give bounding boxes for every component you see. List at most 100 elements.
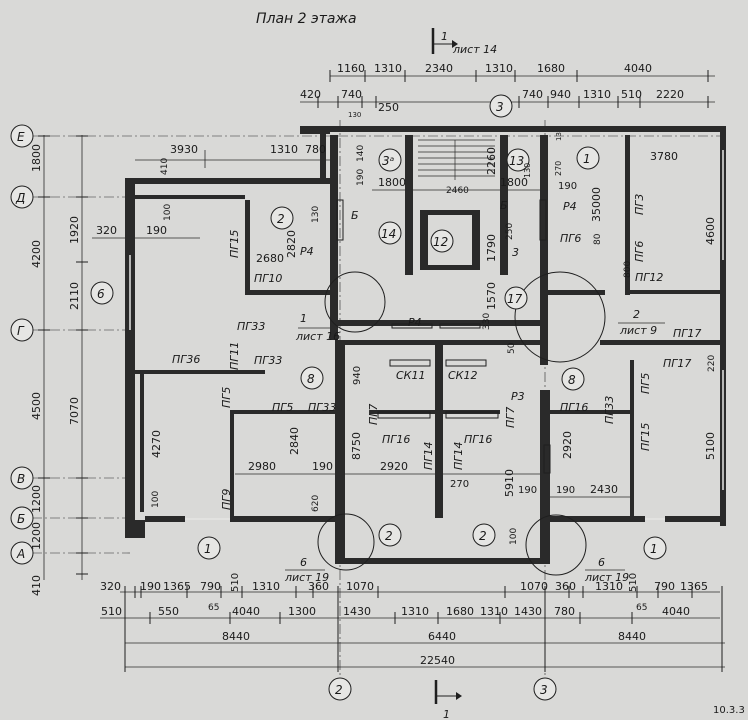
dim-bottom-6440: 6440	[428, 630, 456, 643]
dim-190-d: 190	[312, 460, 333, 473]
dim-35000: 35000	[590, 187, 603, 222]
dim-330: 330	[482, 313, 492, 330]
dim-bottom-4040a: 4040	[232, 605, 260, 618]
label-pg7-left: ПГ7	[367, 404, 380, 425]
label-b-right: Б	[500, 199, 508, 212]
label-pg36: ПГ36	[172, 353, 200, 366]
dim-bottom-1365a: 1365	[163, 580, 191, 593]
axis-V: В	[17, 472, 25, 486]
sheet-reference: 10.3.3	[713, 705, 745, 716]
dim-190-b: 190	[356, 169, 366, 186]
dim-140: 140	[356, 145, 366, 162]
dim-bottom-790a: 790	[200, 580, 221, 593]
dim-bottom-1430a: 1430	[343, 605, 371, 618]
dim-bottom-1300: 1300	[288, 605, 316, 618]
label-pg33-low: ПГ33	[308, 401, 336, 414]
dim-left-410: 410	[30, 575, 43, 596]
room-2-left: 2	[277, 212, 285, 226]
dim-left-1800: 1800	[30, 144, 43, 172]
dim-80: 80	[593, 233, 603, 245]
dim-bottom-65a: 65	[208, 603, 219, 613]
label-pg17-right: ПГ17	[663, 357, 691, 370]
callout-6-right-number: 6	[598, 556, 605, 569]
callout-6-right-sheet: лист 19	[584, 571, 629, 584]
section-mark-top-number: 1	[441, 30, 448, 43]
dim-2820: 2820	[285, 230, 298, 258]
label-pg15-right: ПГ15	[639, 423, 652, 451]
dim-2980: 2980	[248, 460, 276, 473]
label-pg5-right: ПГ5	[639, 373, 652, 394]
dim-2680: 2680	[256, 252, 284, 265]
room-8-right: 8	[568, 373, 576, 387]
dim-bottom-790b: 790	[654, 580, 675, 593]
dim-top-510: 510	[621, 88, 642, 101]
callout-circles	[317, 271, 606, 576]
dim-50: 50	[507, 342, 517, 354]
dim-780: 780	[305, 143, 326, 156]
dim-100-top: 100	[163, 204, 173, 221]
dim-100-right: 100	[509, 528, 519, 545]
dim-3930: 3930	[170, 143, 198, 156]
label-pg6-left: ПГ6	[560, 232, 581, 245]
dim-190-c: 190	[558, 181, 577, 192]
room-1-top: 1	[583, 152, 591, 166]
dim-bottom-360a: 360	[308, 580, 329, 593]
label-pg7-right: ПГ7	[504, 407, 517, 428]
dim-800: 800	[623, 261, 633, 278]
label-p3: Р3	[511, 390, 525, 403]
dim-bottom-1365b: 1365	[680, 580, 708, 593]
dim-top-740b: 740	[522, 88, 543, 101]
dim-top-940: 940	[550, 88, 571, 101]
callout-1-sheet: лист 16	[295, 330, 340, 343]
dim-1570: 1570	[485, 282, 498, 310]
callout-6-left-number: 6	[300, 556, 307, 569]
room-17: 17	[507, 292, 523, 306]
label-p4-left: Р4	[300, 245, 314, 258]
interior-dimensions: 3930 1310 780 410 100 320 190 2680 2820 …	[92, 143, 717, 545]
bottom-dimension-chain: 320 190 1365 790 510 1310 360 1070 1070 …	[100, 573, 725, 672]
dim-190-left: 190	[146, 224, 167, 237]
dim-bottom-22540: 22540	[420, 654, 455, 667]
stair-treads	[418, 139, 495, 180]
section-mark-top-sheet: лист 14	[452, 43, 497, 56]
dim-130-left: 130	[311, 206, 321, 223]
dim-bottom-8440a: 8440	[222, 630, 250, 643]
axis-E: Е	[17, 130, 25, 144]
dim-2920-center: 2920	[380, 460, 408, 473]
label-3: 3	[512, 246, 519, 259]
dim-bottom-1430b: 1430	[514, 605, 542, 618]
dim-top-130a: 130	[348, 111, 361, 119]
label-pg16-right: ПГ16	[560, 401, 588, 414]
room-6: 6	[97, 287, 105, 301]
label-pg5-mid: ПГ5	[272, 401, 293, 414]
dim-bottom-65b: 65	[636, 603, 647, 613]
dim-left-1920: 1920	[68, 216, 81, 244]
dim-bottom-8440b: 8440	[618, 630, 646, 643]
dim-130-right: 130	[523, 163, 532, 178]
dim-top-1680: 1680	[537, 62, 565, 75]
dim-250: 250	[505, 223, 515, 240]
label-pg16-mid: ПГ16	[464, 433, 492, 446]
dim-bottom-190: 190	[140, 580, 161, 593]
label-sk11: СК11	[396, 369, 426, 382]
label-pg33-right: ПГ33	[603, 396, 616, 424]
shaft-symbols	[336, 199, 551, 474]
dim-100-left: 100	[151, 491, 161, 508]
dim-bottom-1310d: 1310	[480, 605, 508, 618]
plan-title: План 2 этажа	[256, 11, 357, 27]
callout-1-number: 1	[300, 312, 307, 325]
dim-190-f: 190	[556, 485, 575, 496]
label-pg12: ПГ12	[635, 271, 663, 284]
room-2-right: 2	[479, 529, 487, 543]
axis-B: Б	[17, 512, 25, 526]
dim-1310-top: 1310	[270, 143, 298, 156]
row-axis-markers: Е Д Г В Б А	[10, 124, 720, 565]
dim-bottom-510b: 510	[628, 573, 639, 592]
windows	[129, 150, 724, 520]
dim-bottom-4040b: 4040	[662, 605, 690, 618]
dim-bottom-510c: 510	[101, 605, 122, 618]
dim-bottom-360b: 360	[555, 580, 576, 593]
dim-620: 620	[311, 495, 321, 512]
section-mark-bottom: 1	[434, 680, 462, 720]
